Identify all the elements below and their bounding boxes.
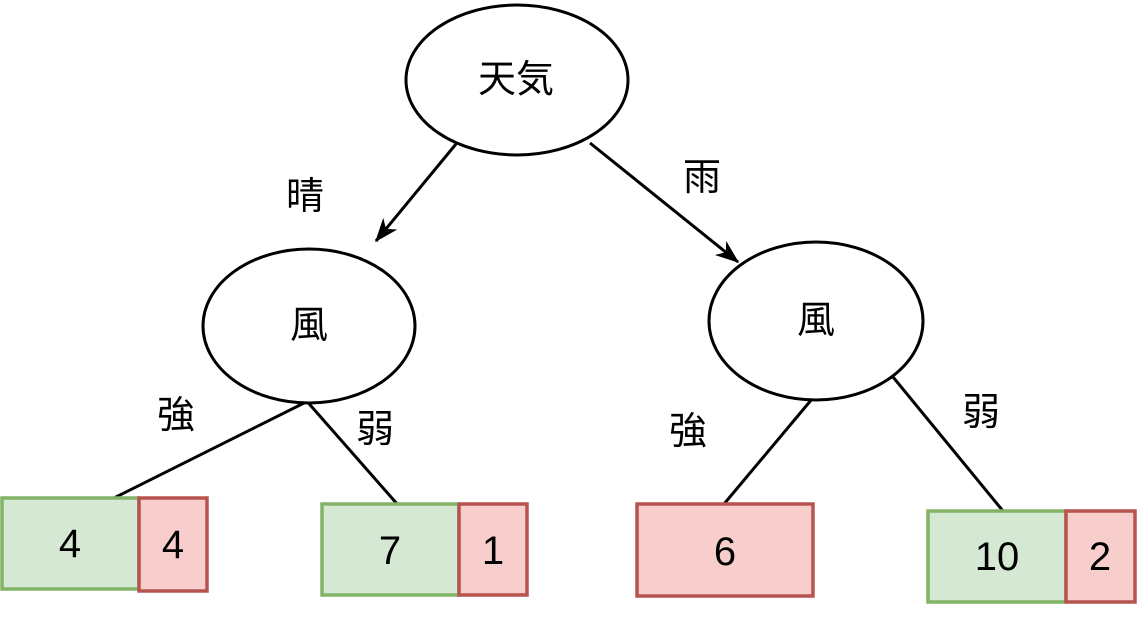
leaf-2: 7 1 <box>320 502 529 597</box>
leaf-3-red-value: 6 <box>714 530 736 574</box>
leaf-2-green-value: 7 <box>379 529 401 573</box>
edge-left-wind-to-leaf-1 <box>113 395 317 500</box>
node-left-wind-label: 風 <box>290 305 328 347</box>
leaf-4: 10 2 <box>926 509 1137 604</box>
leaf-1: 4 4 <box>0 496 209 593</box>
edge-label-left-weak: 弱 <box>356 409 394 451</box>
leaf-4-green-box <box>926 509 1068 604</box>
leaf-3: 6 <box>635 502 815 598</box>
edge-right-wind-to-leaf-4 <box>891 376 1005 512</box>
node-root-weather-label: 天気 <box>478 59 554 101</box>
node-root-weather <box>404 3 630 157</box>
edge-label-sunny: 晴 <box>286 176 324 218</box>
leaf-1-green-box <box>0 496 141 591</box>
edge-root-to-left-wind <box>374 143 458 241</box>
leaf-1-red-value: 4 <box>162 523 184 567</box>
edge-label-right-weak: 弱 <box>962 392 1000 434</box>
leaf-4-red-box <box>1064 509 1137 604</box>
edge-root-to-right-wind <box>589 141 738 264</box>
node-right-wind-label: 風 <box>797 300 835 342</box>
leaf-1-red-box <box>137 496 209 593</box>
leaf-2-red-box <box>457 502 529 597</box>
leaf-4-green-value: 10 <box>975 535 1020 579</box>
edge-left-wind-to-leaf-2 <box>302 397 400 506</box>
leaf-2-red-value: 1 <box>482 529 504 573</box>
node-right-wind <box>707 240 925 402</box>
leaf-3-red-box <box>635 502 815 598</box>
edge-label-rain: 雨 <box>683 157 721 199</box>
edge-right-wind-to-leaf-3 <box>722 398 814 505</box>
edge-label-right-strong: 強 <box>669 411 707 453</box>
leaf-1-green-value: 4 <box>59 522 81 566</box>
leaf-4-red-value: 2 <box>1089 535 1111 579</box>
node-left-wind <box>201 247 417 405</box>
leaf-2-green-box <box>320 502 461 597</box>
edge-label-left-strong: 強 <box>157 395 195 437</box>
